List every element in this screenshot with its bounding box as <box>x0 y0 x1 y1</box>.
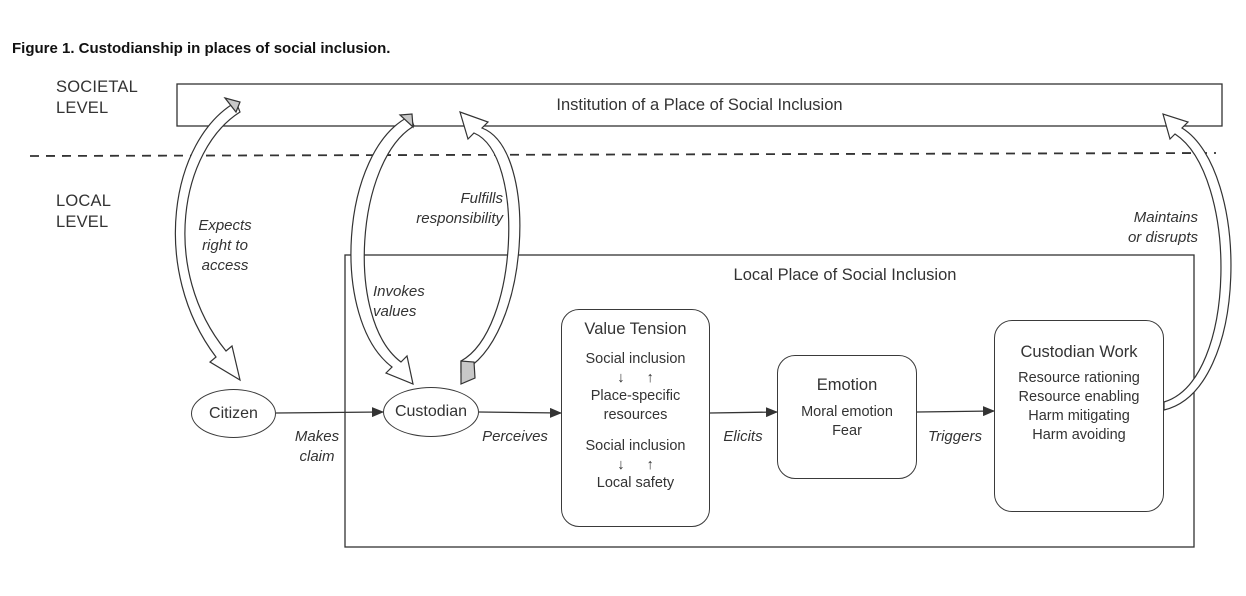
emotion-item-fear: Fear <box>832 423 862 439</box>
custodian-work-item-3: Harm mitigating <box>1028 408 1130 424</box>
emotion-title: Emotion <box>816 376 878 394</box>
value-tension-box: Value Tension Social inclusion ↓ ↑ Place… <box>561 309 710 527</box>
arrow-custodian-value-tension <box>478 407 562 418</box>
custodian-work-box: Custodian Work Resource rationing Resour… <box>994 320 1164 512</box>
local-place-label: Local Place of Social Inclusion <box>733 266 957 284</box>
label-makes-claim: Makes claim <box>282 427 352 467</box>
emotion-item-moral: Moral emotion <box>801 404 893 420</box>
label-expects-line-3: access <box>201 257 249 274</box>
label-fulfills-responsibility: Fulfills responsibility <box>383 189 503 229</box>
label-maintains-line-1: Maintains <box>1133 209 1198 226</box>
value-tension-pair1-bottom-line2: resources <box>603 407 668 423</box>
level-divider-line <box>29 152 1217 157</box>
local-place-box <box>344 254 1195 548</box>
citizen-node: Citizen <box>191 389 276 438</box>
label-expects-line-2: right to <box>202 237 248 254</box>
societal-level-label: SOCIETAL LEVEL <box>56 77 138 119</box>
arrow-citizen-custodian <box>275 407 384 418</box>
label-invokes-values: Invokes values <box>373 282 453 322</box>
emotion-box: Emotion Moral emotion Fear <box>777 355 917 479</box>
value-tension-pair1-arrows: ↓ ↑ <box>617 370 654 386</box>
invokes-curved-arrow <box>350 113 415 385</box>
custodian-label: Custodian <box>394 403 468 420</box>
label-elicits: Elicits <box>723 428 763 445</box>
custodian-work-item-2: Resource enabling <box>1018 389 1140 405</box>
maintains-curved-arrow <box>1162 113 1232 411</box>
label-expects-line-1: Expects <box>198 217 252 234</box>
custodian-work-item-4: Harm avoiding <box>1032 427 1126 443</box>
fulfills-curved-arrow <box>459 111 521 385</box>
societal-level-line-1: SOCIETAL <box>56 78 138 96</box>
label-fulfills-line-1: Fulfills <box>460 190 503 207</box>
institution-box <box>176 83 1223 127</box>
citizen-label: Citizen <box>209 404 258 422</box>
value-tension-pair2-top: Social inclusion <box>585 438 686 454</box>
institution-label: Institution of a Place of Social Inclusi… <box>556 95 843 114</box>
local-level-line-1: LOCAL <box>56 192 112 210</box>
label-fulfills-line-2: responsibility <box>416 210 503 227</box>
societal-level-line-2: LEVEL <box>56 99 109 117</box>
label-expects-right-to-access: Expects right to access <box>170 216 280 276</box>
custodian-work-item-1: Resource rationing <box>1018 370 1140 386</box>
label-maintains-or-disrupts: Maintains or disrupts <box>1080 208 1198 248</box>
local-level-line-2: LEVEL <box>56 213 109 231</box>
arrow-emotion-custodian-work <box>916 406 995 417</box>
label-triggers: Triggers <box>928 428 982 445</box>
value-tension-title: Value Tension <box>584 320 687 338</box>
custodian-node: Custodian <box>383 387 479 437</box>
custodian-work-title: Custodian Work <box>1020 343 1138 361</box>
figure-title: Figure 1. Custodianship in places of soc… <box>12 40 391 57</box>
label-makes-claim-line-1: Makes <box>294 428 340 445</box>
expects-curved-arrow <box>174 96 241 382</box>
value-tension-pair1-bottom-line1: Place-specific <box>590 388 681 404</box>
label-invokes-line-1: Invokes <box>373 283 425 300</box>
label-invokes-line-2: values <box>373 303 417 320</box>
value-tension-pair2-bottom: Local safety <box>596 475 675 491</box>
label-maintains-line-2: or disrupts <box>1127 229 1198 246</box>
value-tension-pair2-arrows: ↓ ↑ <box>617 457 654 473</box>
local-level-label: LOCAL LEVEL <box>56 191 111 233</box>
label-makes-claim-line-2: claim <box>299 448 335 465</box>
arrow-value-tension-emotion <box>709 407 778 418</box>
value-tension-pair1-top: Social inclusion <box>585 351 686 367</box>
label-perceives: Perceives <box>482 428 548 445</box>
